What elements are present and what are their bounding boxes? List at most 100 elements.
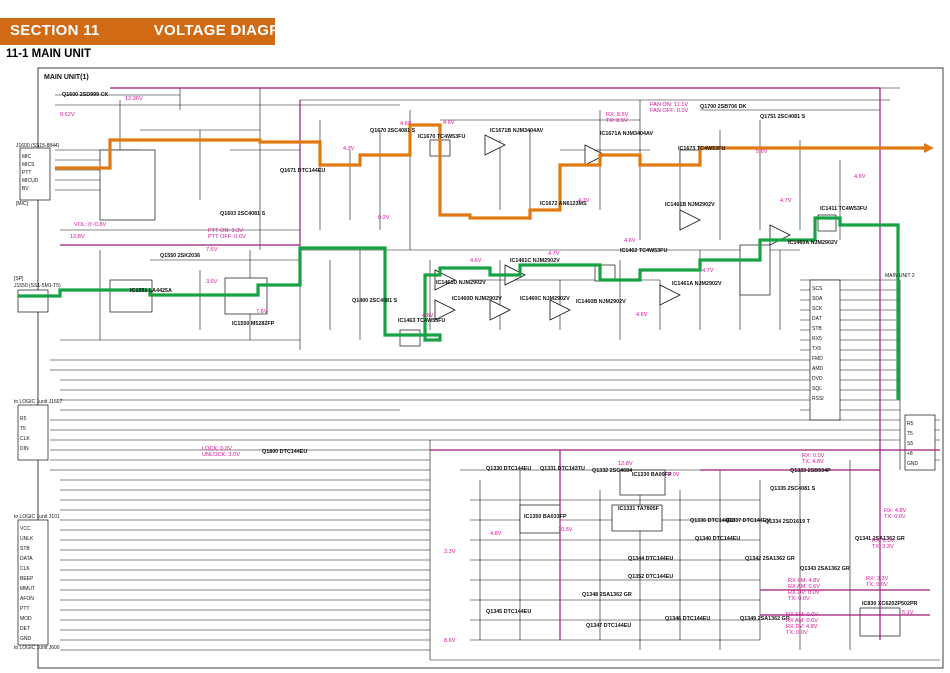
svg-text:Q1700 2SB706 DK: Q1700 2SB706 DK [700,104,747,110]
svg-text:IC830 XC6202P502PR: IC830 XC6202P502PR [862,601,918,607]
svg-text:to LOGIC 1unit J600: to LOGIC 1unit J600 [14,645,60,651]
svg-text:TX: 0.0V: TX: 0.0V [788,596,810,602]
opamp-symbols [434,134,791,321]
svg-text:DIN: DIN [20,446,29,452]
svg-text:RX: 4.8V: RX: 4.8V [884,508,907,514]
svg-text:IC1670 TC4W53FU: IC1670 TC4W53FU [418,134,465,140]
svg-text:Q1670 2SC4081 S: Q1670 2SC4081 S [370,128,416,134]
svg-text:Q1345 DTC144EU: Q1345 DTC144EU [486,609,531,615]
svg-text:Q1400 2SC4081 S: Q1400 2SC4081 S [352,298,398,304]
svg-text:0.2V: 0.2V [378,215,390,221]
svg-text:DATA: DATA [20,556,33,562]
svg-text:MMUT: MMUT [20,586,35,592]
svg-text:RX DV: 4.8V: RX DV: 4.8V [786,624,818,630]
svg-text:S5: S5 [907,441,913,447]
svg-text:Q1332 2SC4684: Q1332 2SC4684 [592,468,632,474]
svg-text:Q1341 2SA1362 GR: Q1341 2SA1362 GR [855,536,905,542]
svg-text:Q1800 DTC144EU: Q1800 DTC144EU [262,449,307,455]
svg-text:Q1751 2SC4081 S: Q1751 2SC4081 S [760,114,806,120]
svg-text:AMD: AMD [812,366,824,372]
svg-text:TX: 0.0V: TX: 0.0V [786,630,808,636]
svg-text:PTT OFF: 0.0V: PTT OFF: 0.0V [208,234,246,240]
svg-text:4.6V: 4.6V [624,238,636,244]
svg-text:4.6V: 4.6V [470,258,482,264]
svg-text:T5: T5 [20,426,26,432]
svg-text:[MIC]: [MIC] [16,201,29,207]
svg-text:Q1342 2SA1362 GR: Q1342 2SA1362 GR [745,556,795,562]
svg-text:UNLOCK: 3.0V: UNLOCK: 3.0V [202,452,240,458]
section-number: SECTION 11 [10,22,100,39]
svg-text:to LOGIC 1unit J1607: to LOGIC 1unit J1607 [14,399,63,405]
svg-text:IC1461C NJM2902V: IC1461C NJM2902V [510,258,560,264]
svg-text:IC1460D NJM2902V: IC1460D NJM2902V [452,296,502,302]
unit-title: 11-1 MAIN UNIT [6,48,91,60]
svg-text:3.6V: 3.6V [206,279,218,285]
svg-text:RX DV: 0.0V: RX DV: 0.0V [788,590,820,596]
connector-labels: J1600 (SS15-8844) [MIC] J1550 (SS1-5M1-T… [14,143,915,651]
svg-text:J1550 (SS1-5M1-T5): J1550 (SS1-5M1-T5) [14,283,61,289]
wire-grid [50,87,940,661]
svg-text:FAN ON: 11.1V: FAN ON: 11.1V [650,102,688,108]
audio-path [55,123,930,220]
svg-text:to LOGIC 1unit J101: to LOGIC 1unit J101 [14,514,60,520]
frame-label: MAIN UNIT(1) [44,74,89,81]
svg-text:IC1672 AN6123MS: IC1672 AN6123MS [540,201,587,207]
svg-text:IC1331 TA7805F: IC1331 TA7805F [618,506,660,512]
svg-text:Q1346 DTC144EU: Q1346 DTC144EU [665,616,710,622]
svg-text:SQL: SQL [812,386,822,392]
svg-text:Q1603 2SC4081 S: Q1603 2SC4081 S [220,211,266,217]
svg-text:Q1331 DTC143TU: Q1331 DTC143TU [540,466,585,472]
svg-text:4.7V: 4.7V [548,251,560,257]
svg-text:5.6V: 5.6V [756,149,768,155]
svg-text:TX: 0.0V: TX: 0.0V [866,582,888,588]
svg-text:GND: GND [20,636,32,642]
svg-text:8.6V: 8.6V [444,638,456,644]
svg-text:Q1343 2SA1362 GR: Q1343 2SA1362 GR [800,566,850,572]
svg-text:CLK: CLK [20,436,30,442]
svg-text:7.6V: 7.6V [256,309,268,315]
svg-text:[SP]: [SP] [14,276,24,282]
svg-text:Q1336 DTC144EU: Q1336 DTC144EU [690,518,735,524]
svg-text:4.6V: 4.6V [443,120,455,126]
svg-text:IC1551 LA4425A: IC1551 LA4425A [130,288,172,294]
svg-text:8.62V: 8.62V [60,112,75,118]
svg-text:3.3V: 3.3V [444,549,456,555]
svg-text:7.6V: 7.6V [206,247,218,253]
svg-text:IC1460A NJM2902V: IC1460A NJM2902V [788,240,838,246]
svg-text:DET: DET [20,626,30,632]
svg-text:DAT: DAT [812,316,822,322]
svg-text:MAIN UNIT 2: MAIN UNIT 2 [885,273,915,279]
svg-text:MICS: MICS [22,162,35,168]
voltage-readings: 12.36V 8.62V 4.3V 4.6V RX: 8.5V TX: 8.5V… [60,96,914,644]
svg-text:IC1411 TC4W53FU: IC1411 TC4W53FU [820,206,867,212]
svg-text:4.8V: 4.8V [490,531,502,537]
svg-text:4.6V: 4.6V [400,121,412,127]
svg-text:Q1349 2SA1362 GR: Q1349 2SA1362 GR [740,616,790,622]
svg-text:GND: GND [907,461,919,467]
svg-text:FAN OFF: 0.0V: FAN OFF: 0.0V [650,108,689,114]
svg-text:IC1463 TC4W53FU: IC1463 TC4W53FU [398,318,445,324]
component-boxes [17,139,936,646]
svg-text:12.8V: 12.8V [618,461,633,467]
svg-text:RX AM: 0.6V: RX AM: 0.6V [788,584,820,590]
svg-text:BEEP: BEEP [20,576,34,582]
svg-text:IC1460B NJM2902V: IC1460B NJM2902V [576,299,626,305]
svg-text:12.8V: 12.8V [70,234,85,240]
svg-text:AFON: AFON [20,596,34,602]
svg-text:RX: 0.0V: RX: 0.0V [872,538,895,544]
svg-text:SDA: SDA [812,296,823,302]
svg-text:IC1350 BA033FP: IC1350 BA033FP [524,514,567,520]
svg-text:Q1344 DTC144EU: Q1344 DTC144EU [628,556,673,562]
svg-text:SCS: SCS [812,286,823,292]
svg-text:5.0V: 5.0V [668,472,680,478]
svg-text:TX5: TX5 [812,346,821,352]
svg-text:IC1671A NJM3404AV: IC1671A NJM3404AV [600,131,653,137]
svg-text:4.7V: 4.7V [578,198,590,204]
svg-text:MOD: MOD [20,616,32,622]
svg-text:IC1461A NJM2902V: IC1461A NJM2902V [672,281,722,287]
svg-text:Q1335 2SC4081 S: Q1335 2SC4081 S [770,486,816,492]
svg-text:TX: 8.5V: TX: 8.5V [606,118,628,124]
svg-text:DVD: DVD [812,376,823,382]
